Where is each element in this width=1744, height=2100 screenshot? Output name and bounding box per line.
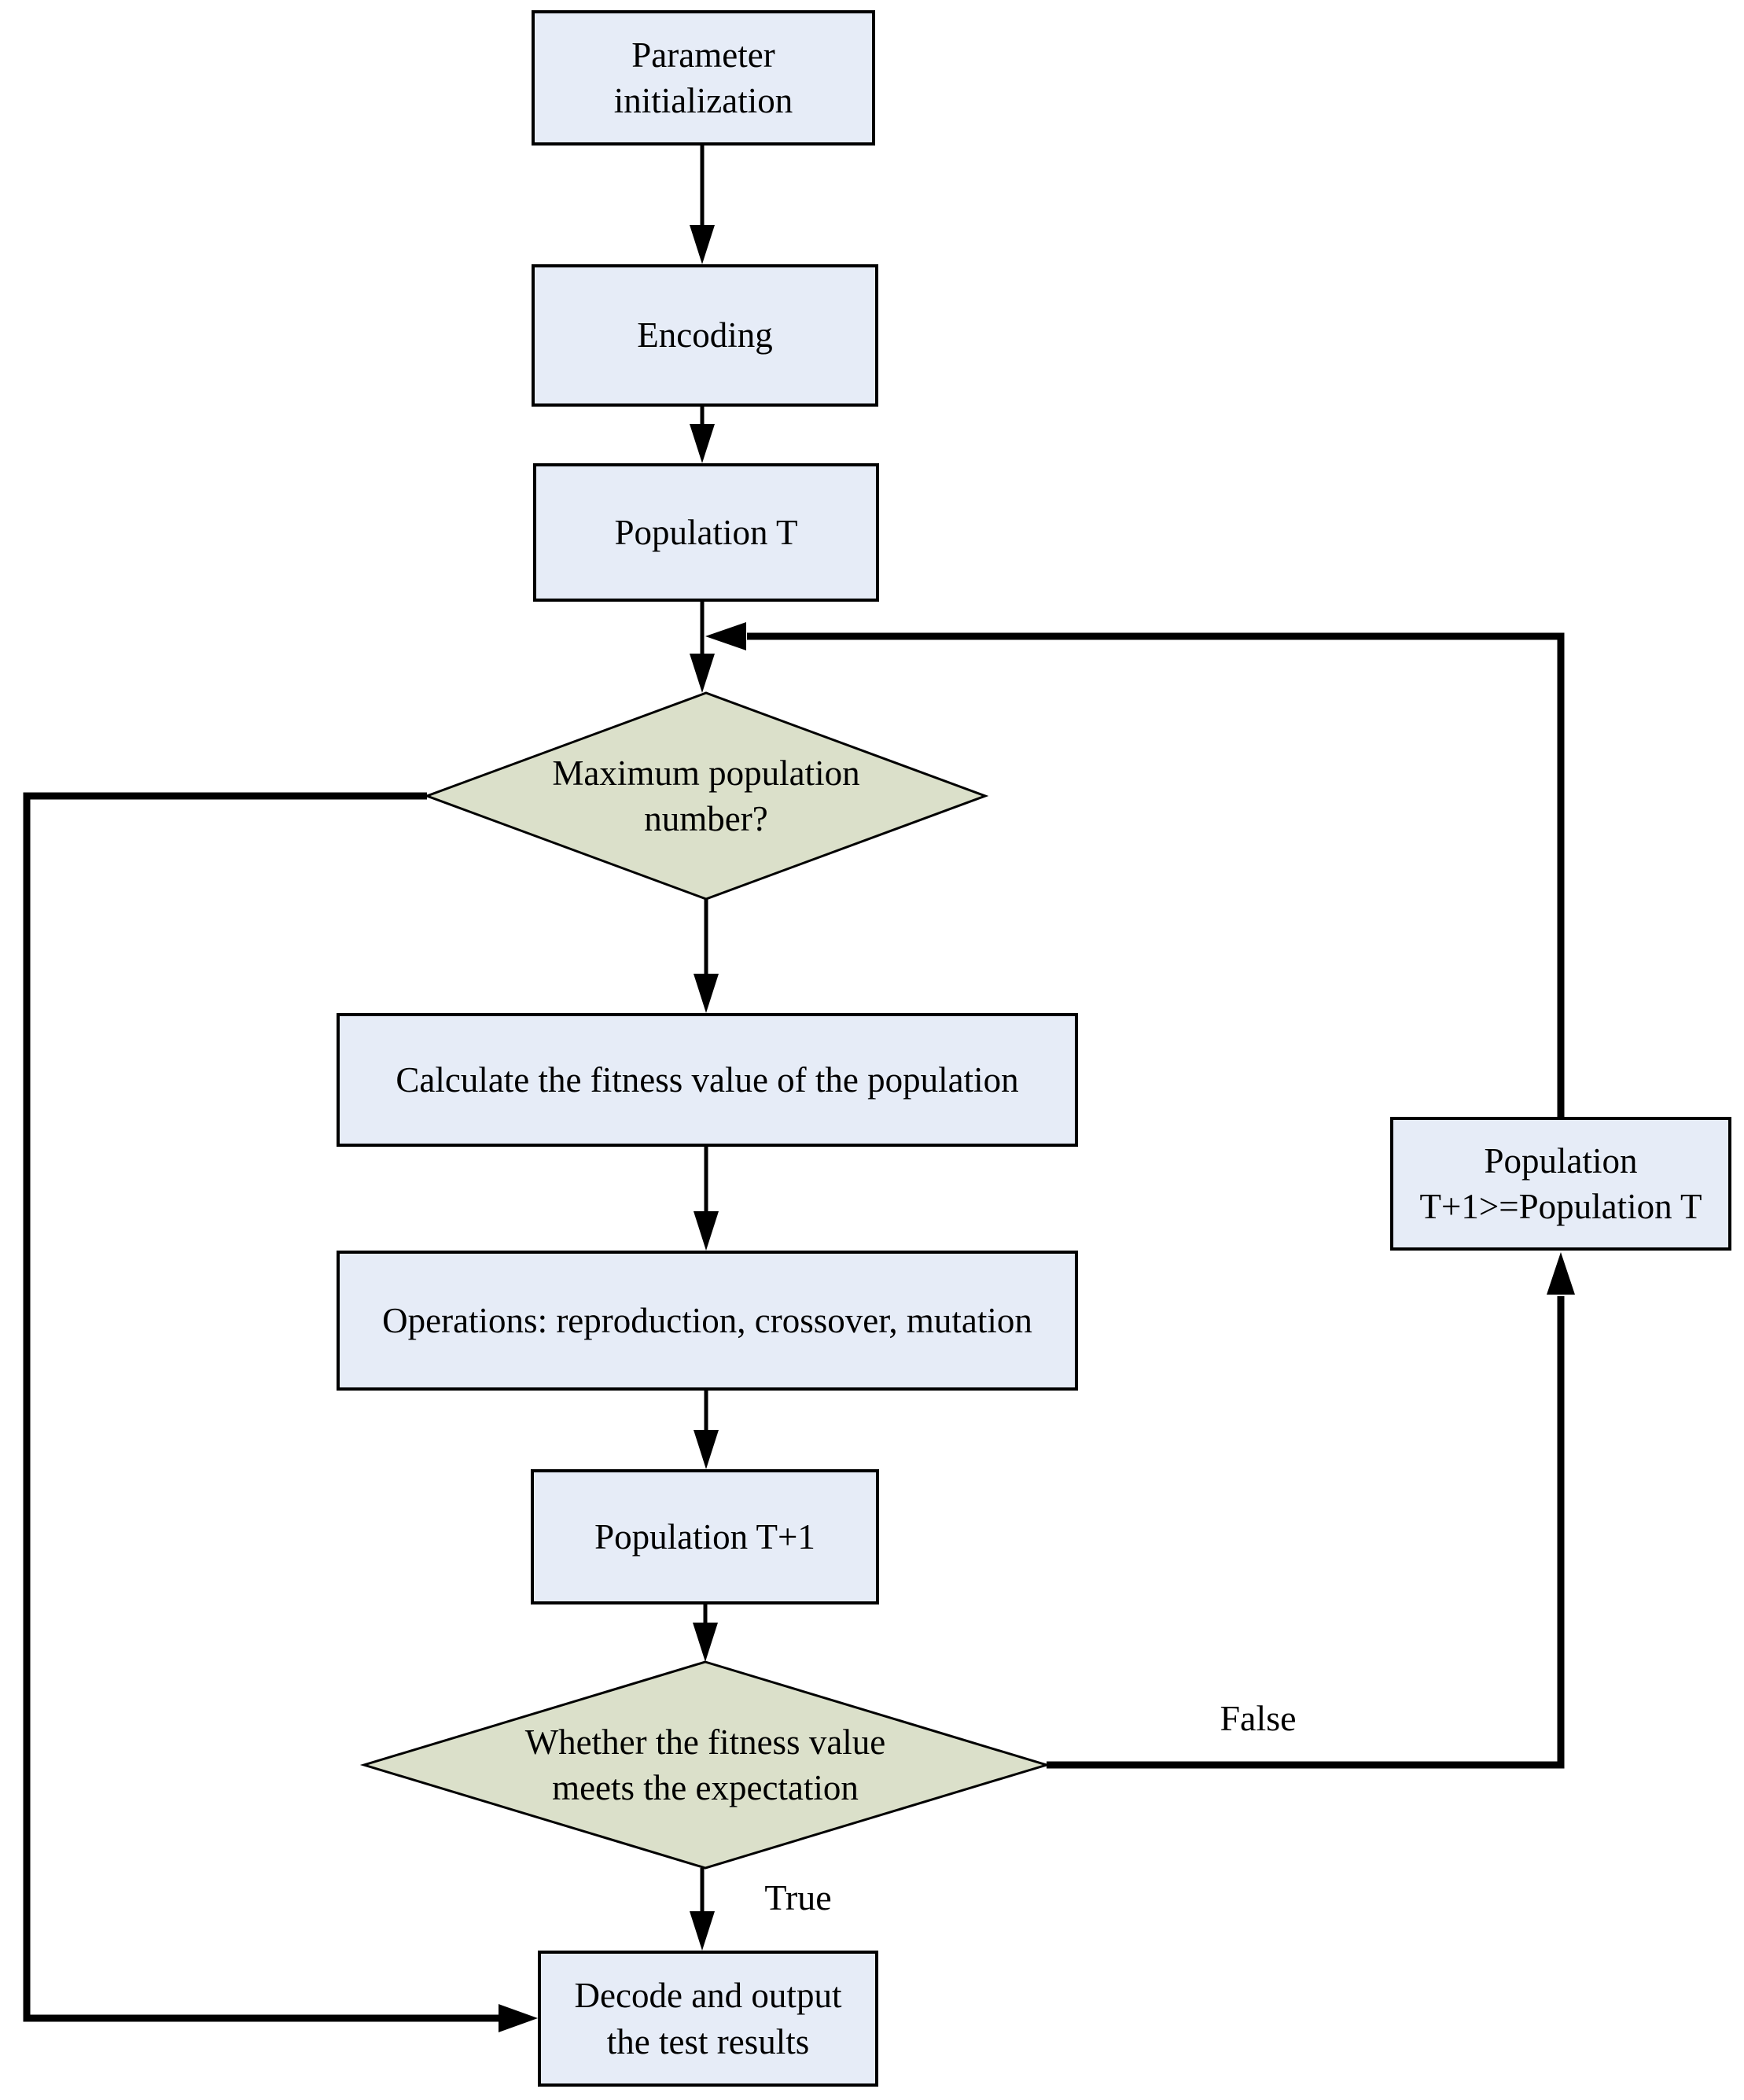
node-label: Population T+1>=Population T bbox=[1419, 1140, 1702, 1227]
decision-max-population-shape bbox=[423, 691, 989, 901]
node-population-t1: Population T+1 bbox=[531, 1469, 879, 1604]
node-label: Parameter initialization bbox=[613, 35, 793, 121]
node-label: Population T+1 bbox=[594, 1516, 815, 1557]
node-label: Decode and output the test results bbox=[574, 1976, 842, 2061]
decision-max-population-label: Maximum population number? bbox=[552, 753, 860, 839]
decision-fitness-shape bbox=[359, 1660, 1051, 1870]
edge-maxpop-to-decode-head bbox=[499, 2004, 538, 2032]
edge-maxpop-to-decode-path bbox=[23, 792, 500, 2022]
node-label: Calculate the fitness value of the popul… bbox=[396, 1059, 1019, 1100]
decision-fitness-label: Whether the fitness value meets the expe… bbox=[524, 1722, 886, 1808]
edge-decision2-true-head bbox=[690, 1911, 715, 1951]
edge-false-branch-lower bbox=[1047, 1296, 1565, 1769]
node-population-compare: Population T+1>=Population T bbox=[1390, 1117, 1731, 1251]
node-operations: Operations: reproduction, crossover, mut… bbox=[337, 1251, 1078, 1391]
node-label: Encoding bbox=[637, 315, 773, 356]
node-label: Population T bbox=[614, 512, 798, 552]
node-decode-output: Decode and output the test results bbox=[538, 1951, 878, 2087]
edge-operations-to-populationt1-head bbox=[694, 1430, 719, 1469]
edge-label-true: True bbox=[764, 1877, 832, 1918]
edge-populationt-to-decision1-head bbox=[690, 654, 715, 693]
node-population-t: Population T bbox=[533, 463, 879, 602]
node-calculate-fitness: Calculate the fitness value of the popul… bbox=[337, 1013, 1078, 1147]
edge-encoding-to-populationt-head bbox=[690, 424, 715, 463]
edge-calcfitness-to-operations-head bbox=[694, 1211, 719, 1251]
node-label: Operations: reproduction, crossover, mut… bbox=[382, 1300, 1032, 1340]
edge-populationt1-to-decision2-head bbox=[693, 1623, 718, 1662]
node-encoding: Encoding bbox=[532, 264, 878, 407]
edge-false-branch-upper bbox=[747, 632, 1565, 1117]
edge-false-branch-into-compare-head bbox=[1547, 1252, 1575, 1295]
edge-paraminit-to-encoding-head bbox=[690, 225, 715, 264]
node-parameter-initialization: Parameter initialization bbox=[532, 10, 875, 146]
edge-label-false: False bbox=[1220, 1698, 1297, 1738]
edge-decision1-to-calcfitness-head bbox=[694, 974, 719, 1013]
edge-false-branch-join-head bbox=[705, 622, 746, 650]
